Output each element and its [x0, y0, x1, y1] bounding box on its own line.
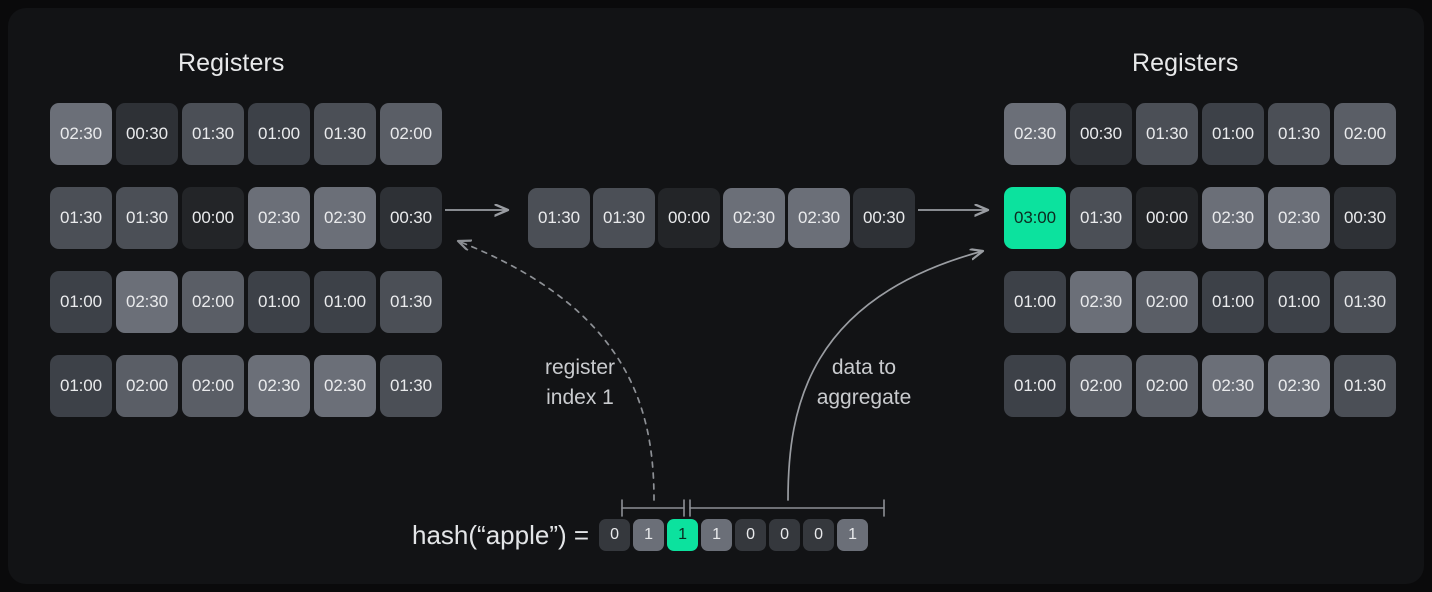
right-panel-title: Registers — [1132, 49, 1239, 77]
register-cell-3-5: 01:30 — [1334, 355, 1396, 417]
hash-function-label: hash(“apple”) = — [412, 519, 590, 550]
register-cell-2-4: 01:00 — [314, 271, 376, 333]
data-to-aggregate-label: data to aggregate — [816, 356, 912, 409]
register-cell-3-1: 02:00 — [1070, 355, 1132, 417]
hash-bit-7: 1 — [837, 519, 869, 551]
register-cell-2-1: 02:30 — [1070, 271, 1132, 333]
register-cell-3-2: 02:00 — [1136, 355, 1198, 417]
hash-bit-5: 0 — [769, 519, 801, 551]
register-cell-1-4: 02:30 — [1268, 187, 1330, 249]
index-bits-bracket — [621, 499, 685, 517]
register-cell-0-0: 02:30 — [1004, 103, 1066, 165]
register-cell-0-1: 00:30 — [1070, 103, 1132, 165]
register-cell-3-3: 02:30 — [248, 355, 310, 417]
register-cell-1-3: 02:30 — [248, 187, 310, 249]
register-cell-3-4: 02:30 — [314, 355, 376, 417]
extracted-cell-2: 00:00 — [658, 188, 720, 248]
register-cell-2-3: 01:00 — [1202, 271, 1264, 333]
extracted-cell-3: 02:30 — [723, 188, 785, 248]
register-cell-2-4: 01:00 — [1268, 271, 1330, 333]
register-cell-0-4: 01:30 — [314, 103, 376, 165]
register-cell-0-5: 02:00 — [380, 103, 442, 165]
register-cell-0-4: 01:30 — [1268, 103, 1330, 165]
register-cell-2-2: 02:00 — [182, 271, 244, 333]
register-cell-0-3: 01:00 — [1202, 103, 1264, 165]
register-cell-2-5: 01:30 — [1334, 271, 1396, 333]
register-cell-0-0: 02:30 — [50, 103, 112, 165]
register-cell-2-3: 01:00 — [248, 271, 310, 333]
register-cell-0-1: 00:30 — [116, 103, 178, 165]
extracted-cell-0: 01:30 — [528, 188, 590, 248]
register-cell-3-2: 02:00 — [182, 355, 244, 417]
register-cell-1-5: 00:30 — [1334, 187, 1396, 249]
register-cell-0-5: 02:00 — [1334, 103, 1396, 165]
register-cell-1-5: 00:30 — [380, 187, 442, 249]
left-panel-title: Registers — [178, 49, 285, 77]
register-cell-3-5: 01:30 — [380, 355, 442, 417]
register-cell-3-1: 02:00 — [116, 355, 178, 417]
register-cell-3-4: 02:30 — [1268, 355, 1330, 417]
register-cell-1-0: 03:00 — [1004, 187, 1066, 249]
extracted-cell-1: 01:30 — [593, 188, 655, 248]
register-cell-3-0: 01:00 — [50, 355, 112, 417]
hash-bit-4: 0 — [735, 519, 767, 551]
register-cell-3-0: 01:00 — [1004, 355, 1066, 417]
register-cell-3-3: 02:30 — [1202, 355, 1264, 417]
extracted-cell-4: 02:30 — [788, 188, 850, 248]
register-cell-1-1: 01:30 — [116, 187, 178, 249]
payload-bits-bracket — [689, 499, 885, 517]
register-cell-0-2: 01:30 — [1136, 103, 1198, 165]
register-cell-2-5: 01:30 — [380, 271, 442, 333]
register-cell-1-0: 01:30 — [50, 187, 112, 249]
register-cell-0-3: 01:00 — [248, 103, 310, 165]
register-cell-0-2: 01:30 — [182, 103, 244, 165]
hash-bit-6: 0 — [803, 519, 835, 551]
register-cell-2-0: 01:00 — [1004, 271, 1066, 333]
hash-bit-2: 1 — [667, 519, 699, 551]
register-cell-1-3: 02:30 — [1202, 187, 1264, 249]
register-cell-1-1: 01:30 — [1070, 187, 1132, 249]
hash-bit-0: 0 — [599, 519, 631, 551]
register-cell-1-4: 02:30 — [314, 187, 376, 249]
register-cell-2-1: 02:30 — [116, 271, 178, 333]
register-index-label: register index 1 — [544, 356, 616, 409]
extracted-cell-5: 00:30 — [853, 188, 915, 248]
register-cell-1-2: 00:00 — [182, 187, 244, 249]
hash-bit-3: 1 — [701, 519, 733, 551]
register-cell-1-2: 00:00 — [1136, 187, 1198, 249]
register-cell-2-0: 01:00 — [50, 271, 112, 333]
hash-bit-1: 1 — [633, 519, 665, 551]
register-cell-2-2: 02:00 — [1136, 271, 1198, 333]
